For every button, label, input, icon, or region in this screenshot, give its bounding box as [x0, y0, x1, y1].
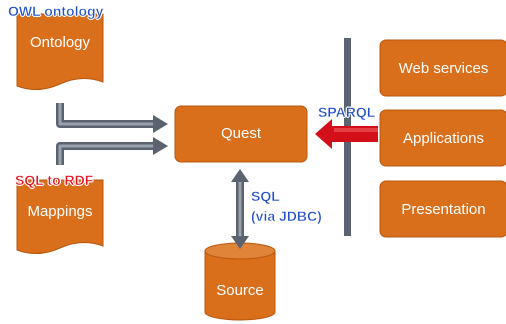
- web-services-box: [379, 39, 506, 97]
- quest-label: Quest: [220, 125, 262, 142]
- presentation-box: [379, 180, 506, 238]
- via-jdbc-annotation: (via JDBC): [251, 208, 322, 224]
- sql-to-rdf-annotation: SQL to RDF: [15, 172, 94, 188]
- sparql-arrow: [315, 119, 378, 149]
- quest-box: [174, 105, 308, 163]
- ontology-document-shape: [16, 13, 104, 90]
- mappings-label: Mappings: [27, 203, 93, 220]
- web-services-label: Web services: [398, 60, 489, 77]
- ontology-label: Ontology: [29, 34, 91, 51]
- applications-box: [379, 109, 506, 167]
- ontology-to-quest-arrow: [56, 103, 168, 133]
- owl-ontology-annotation: OWL ontology: [8, 3, 104, 19]
- mappings-document-shape: [16, 179, 104, 254]
- sparql-annotation: SPARQL: [318, 104, 376, 120]
- applications-label: Applications: [403, 130, 484, 147]
- mappings-to-quest-arrow: [56, 137, 168, 165]
- source-cylinder: [204, 242, 276, 321]
- presentation-label: Presentation: [401, 201, 486, 218]
- quest-source-arrow: [231, 169, 249, 249]
- sql-annotation: SQL: [251, 188, 280, 204]
- source-label: Source: [216, 282, 264, 299]
